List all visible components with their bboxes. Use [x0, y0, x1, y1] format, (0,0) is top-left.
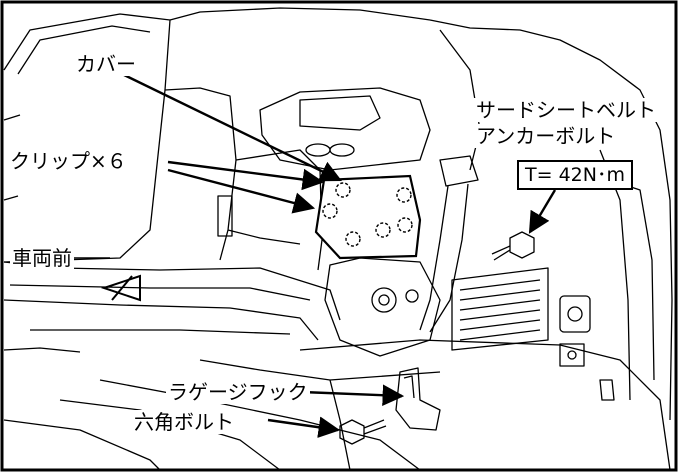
cover-label: カバー: [74, 52, 138, 76]
clip-leader: [167, 160, 325, 191]
front-direction-symbol: [100, 274, 141, 302]
luggage-hook-label: ラゲージフック: [166, 380, 310, 404]
hex-bolt-leader: [267, 416, 341, 438]
vehicle-front-label: 車両前: [10, 246, 74, 270]
cover-plate: [314, 174, 422, 260]
torque-leader: [528, 189, 557, 234]
clip-marker: [375, 222, 391, 238]
clip-marker: [345, 231, 361, 247]
leader-lines: [117, 70, 557, 438]
clip-label: クリップ×６: [8, 149, 129, 173]
cover-leader: [117, 70, 342, 182]
clip-marker: [397, 217, 413, 233]
torque-spec-box: T= 42N･m: [517, 160, 633, 190]
hex-bolt-label: 六角ボルト: [132, 410, 236, 434]
clip-marker: [335, 182, 351, 198]
third-seatbelt-label: サードシートベルト: [474, 98, 658, 122]
anchor-bolt-label: アンカーボルト: [474, 124, 618, 148]
clip-leader-2: [167, 168, 316, 214]
clip-marker: [396, 187, 412, 203]
clip-marker: [322, 203, 338, 219]
luggage-hook-leader: [301, 384, 405, 407]
